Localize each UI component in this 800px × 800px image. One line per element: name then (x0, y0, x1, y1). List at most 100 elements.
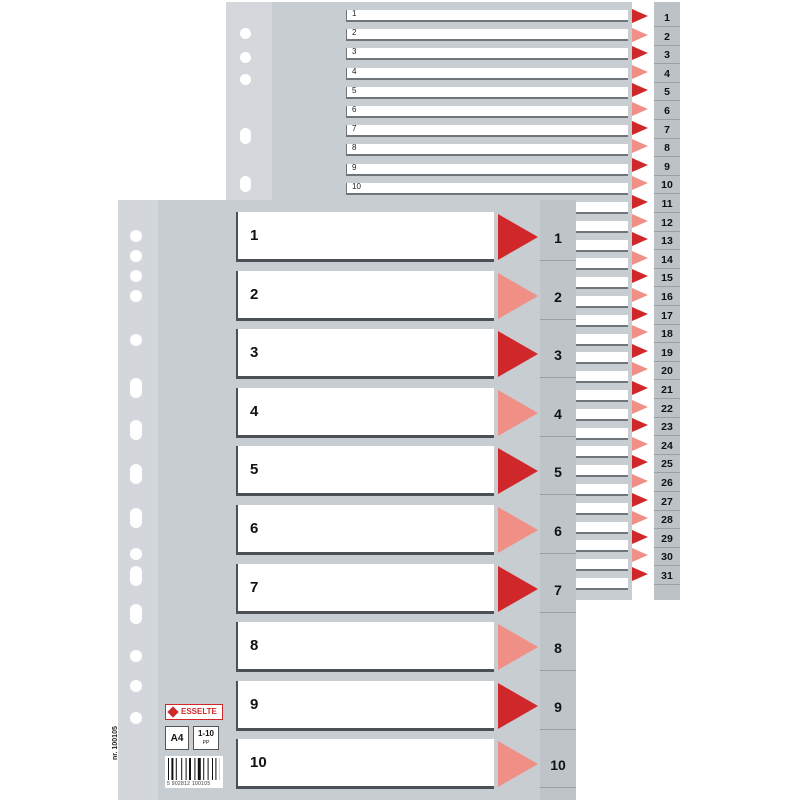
back-tab-26: 26 (654, 474, 680, 492)
barcode-bar (212, 758, 213, 780)
front-tab-arrow (498, 272, 538, 319)
back-tab-25: 25 (654, 455, 680, 474)
back-index-row: 8 (346, 143, 628, 157)
back-tab-arrow (632, 83, 648, 98)
back-tab-20: 20 (654, 362, 680, 381)
back-tab-21: 21 (654, 381, 680, 399)
back-index-row-blank (572, 352, 628, 365)
barcode-bar (171, 758, 174, 780)
front-row-number: 10 (250, 754, 267, 772)
back-tab-19: 19 (654, 344, 680, 362)
back-tab-arrow (632, 157, 648, 172)
back-tab-31: 31 (654, 567, 680, 585)
back-tab-2: 2 (654, 28, 680, 46)
back-tab-label: 29 (661, 532, 673, 545)
back-tab-arrow (632, 548, 648, 563)
back-tab-label: 21 (661, 384, 673, 396)
range-text: 1-10 (197, 729, 214, 738)
punch-hole (130, 230, 142, 242)
back-tab-label: 12 (661, 216, 673, 229)
back-tab-10: 10 (654, 176, 680, 195)
back-tab-label: 25 (661, 458, 673, 471)
punch-hole (240, 28, 251, 39)
barcode-bar (197, 758, 201, 780)
front-index-row: 7 (236, 563, 494, 614)
back-index-row-blank (572, 465, 628, 478)
back-index-row-blank (572, 202, 628, 214)
punch-hole (130, 290, 142, 302)
punch-hole (240, 52, 251, 63)
range-box: 1-10 PP (193, 726, 219, 750)
punch-hole (130, 566, 142, 586)
back-tab-arrow (632, 529, 648, 544)
barcode-bar (215, 758, 217, 780)
article-number: nr. 100105 (112, 726, 119, 760)
front-index-row: 8 (236, 622, 494, 673)
front-index-row: 9 (236, 680, 494, 731)
front-row-number: 3 (250, 344, 259, 362)
barcode-bar (189, 758, 191, 780)
back-tab-arrow (632, 362, 648, 377)
front-index-row: 2 (236, 270, 494, 321)
back-tab-18: 18 (654, 325, 680, 344)
front-row-number: 2 (250, 285, 259, 303)
back-index-row: 10 (346, 181, 628, 195)
punch-hole (130, 464, 142, 484)
front-index-row: 5 (236, 446, 494, 497)
punch-hole (130, 250, 142, 262)
back-tab-arrow (632, 9, 648, 23)
back-tab-label: 13 (661, 235, 673, 248)
back-tab-label: 1 (664, 12, 670, 24)
back-index-row: 6 (346, 105, 628, 118)
back-tab-label: 11 (661, 198, 673, 210)
back-index-row: 2 (346, 28, 628, 42)
back-tab-label: 23 (661, 421, 673, 434)
back-tab-label: 5 (664, 86, 670, 99)
back-tab-label: 20 (661, 365, 673, 378)
back-tab-arrow (632, 306, 648, 321)
back-index-row-blank (572, 559, 628, 572)
back-index-row: 5 (346, 86, 628, 99)
back-tab-arrow (632, 46, 648, 61)
back-tab-arrow (632, 64, 648, 79)
back-tab-27: 27 (654, 493, 680, 511)
back-row-number: 2 (352, 28, 357, 38)
material-text: PP (202, 740, 210, 746)
punch-hole (130, 712, 142, 724)
back-index-row: 1 (346, 9, 628, 22)
barcode-bar (207, 758, 209, 780)
back-tab-arrow (632, 213, 648, 228)
back-tab-arrow (632, 399, 648, 414)
back-tab-label: 8 (664, 142, 670, 155)
punch-hole (240, 128, 251, 144)
back-tab-label: 3 (664, 49, 670, 62)
back-tab-arrow (632, 343, 648, 358)
back-tab-strip (654, 2, 680, 600)
front-tab-label: 9 (554, 698, 562, 715)
punch-hole (240, 176, 251, 192)
back-tab-14: 14 (654, 251, 680, 269)
back-index-row: 9 (346, 163, 628, 176)
brand-diamond-icon (167, 706, 179, 718)
front-index-row: 4 (236, 387, 494, 438)
back-tab-24: 24 (654, 437, 680, 455)
back-index-row-blank (572, 484, 628, 496)
back-tab-12: 12 (654, 214, 680, 232)
back-tab-arrow (632, 102, 648, 116)
back-tab-arrow (632, 269, 648, 284)
front-tab-label: 8 (554, 640, 562, 657)
back-index-row-blank (572, 220, 628, 233)
barcode-icon (168, 758, 220, 780)
back-index-row-blank (572, 258, 628, 271)
back-tab-label: 14 (661, 253, 673, 266)
front-row-number: 7 (250, 578, 259, 596)
back-tab-22: 22 (654, 400, 680, 418)
front-tab-arrow (498, 389, 538, 436)
back-index-row: 4 (346, 67, 628, 80)
barcode-bar (168, 758, 169, 780)
front-tab-arrow (498, 565, 538, 612)
front-tab-4: 4 (540, 378, 576, 437)
back-row-number: 10 (352, 181, 361, 191)
back-tab-arrow (632, 511, 648, 526)
back-tab-label: 17 (661, 309, 673, 322)
